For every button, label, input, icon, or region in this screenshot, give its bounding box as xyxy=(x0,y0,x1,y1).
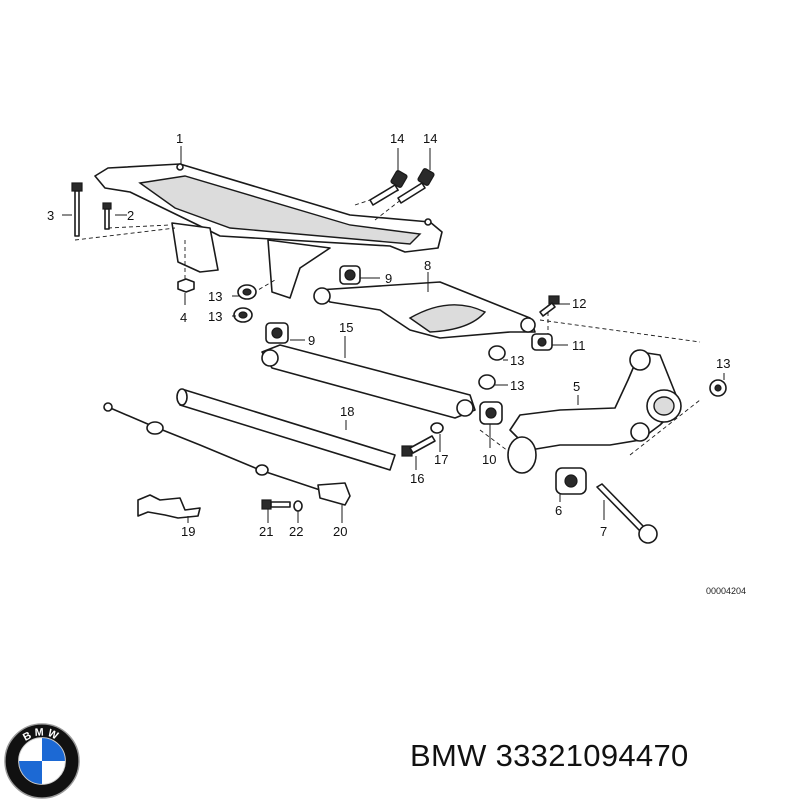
callout-13d: 13 xyxy=(510,378,524,393)
callout-14b: 14 xyxy=(423,131,437,146)
callout-7: 7 xyxy=(600,524,607,539)
subframe-bolts xyxy=(369,168,435,206)
callout-13c: 13 xyxy=(510,353,524,368)
cover-tube xyxy=(176,388,396,471)
callout-9a: 9 xyxy=(385,271,392,286)
hex-nut xyxy=(177,278,195,293)
callout-15: 15 xyxy=(339,320,353,335)
washer xyxy=(293,500,303,512)
bolt-twelve xyxy=(539,295,560,317)
upper-control-arm xyxy=(313,281,536,339)
bmw-logo: BMW xyxy=(4,723,80,799)
callout-14a: 14 xyxy=(390,131,404,146)
bolt-seven xyxy=(596,483,658,544)
reference-code: 00004204 xyxy=(706,586,746,596)
leader-lines xyxy=(62,146,725,523)
short-bolt xyxy=(102,202,112,230)
callout-17: 17 xyxy=(434,452,448,467)
callout-13a: 13 xyxy=(208,289,222,304)
callout-4: 4 xyxy=(180,310,187,325)
rubber-mount-upper xyxy=(339,265,361,285)
screw-twenty-one xyxy=(261,499,291,510)
rear-axle-subframe xyxy=(94,163,443,299)
callout-16: 16 xyxy=(410,471,424,486)
bracket xyxy=(137,494,201,519)
bushing-arm xyxy=(488,345,506,361)
callout-5: 5 xyxy=(573,379,580,394)
callout-11: 11 xyxy=(572,338,586,353)
bushing-mid xyxy=(478,374,496,390)
callout-18: 18 xyxy=(340,404,354,419)
wheel-carrier xyxy=(507,349,682,474)
callout-10: 10 xyxy=(482,452,496,467)
callout-labels: 1 2 3 4 5 6 7 8 9 9 10 11 12 13 13 13 13… xyxy=(47,131,746,596)
callout-1: 1 xyxy=(176,131,183,146)
callout-9b: 9 xyxy=(308,333,315,348)
bushings-left xyxy=(233,284,257,323)
bushing-ten xyxy=(479,401,503,425)
callout-2: 2 xyxy=(127,208,134,223)
callout-13e: 13 xyxy=(716,356,730,371)
bushing-eleven xyxy=(531,333,553,351)
callout-20: 20 xyxy=(333,524,347,539)
bushing-six xyxy=(555,467,587,495)
lower-link xyxy=(261,344,476,419)
logo-letters: BMW xyxy=(21,726,60,743)
callout-19: 19 xyxy=(181,524,195,539)
svg-text:BMW: BMW xyxy=(21,726,63,743)
callout-22: 22 xyxy=(289,524,303,539)
callout-12: 12 xyxy=(572,296,586,311)
rubber-mount-lower xyxy=(265,322,289,344)
long-bolt xyxy=(71,182,83,237)
callout-13b: 13 xyxy=(208,309,222,324)
brake-cable xyxy=(103,402,351,506)
bolt-seventeen xyxy=(430,422,444,434)
callout-6: 6 xyxy=(555,503,562,518)
callout-21: 21 xyxy=(259,524,273,539)
callout-8: 8 xyxy=(424,258,431,273)
part-number-caption: BMW 33321094470 xyxy=(410,738,689,773)
callout-3: 3 xyxy=(47,208,54,223)
bolt-sixteen xyxy=(401,435,436,457)
